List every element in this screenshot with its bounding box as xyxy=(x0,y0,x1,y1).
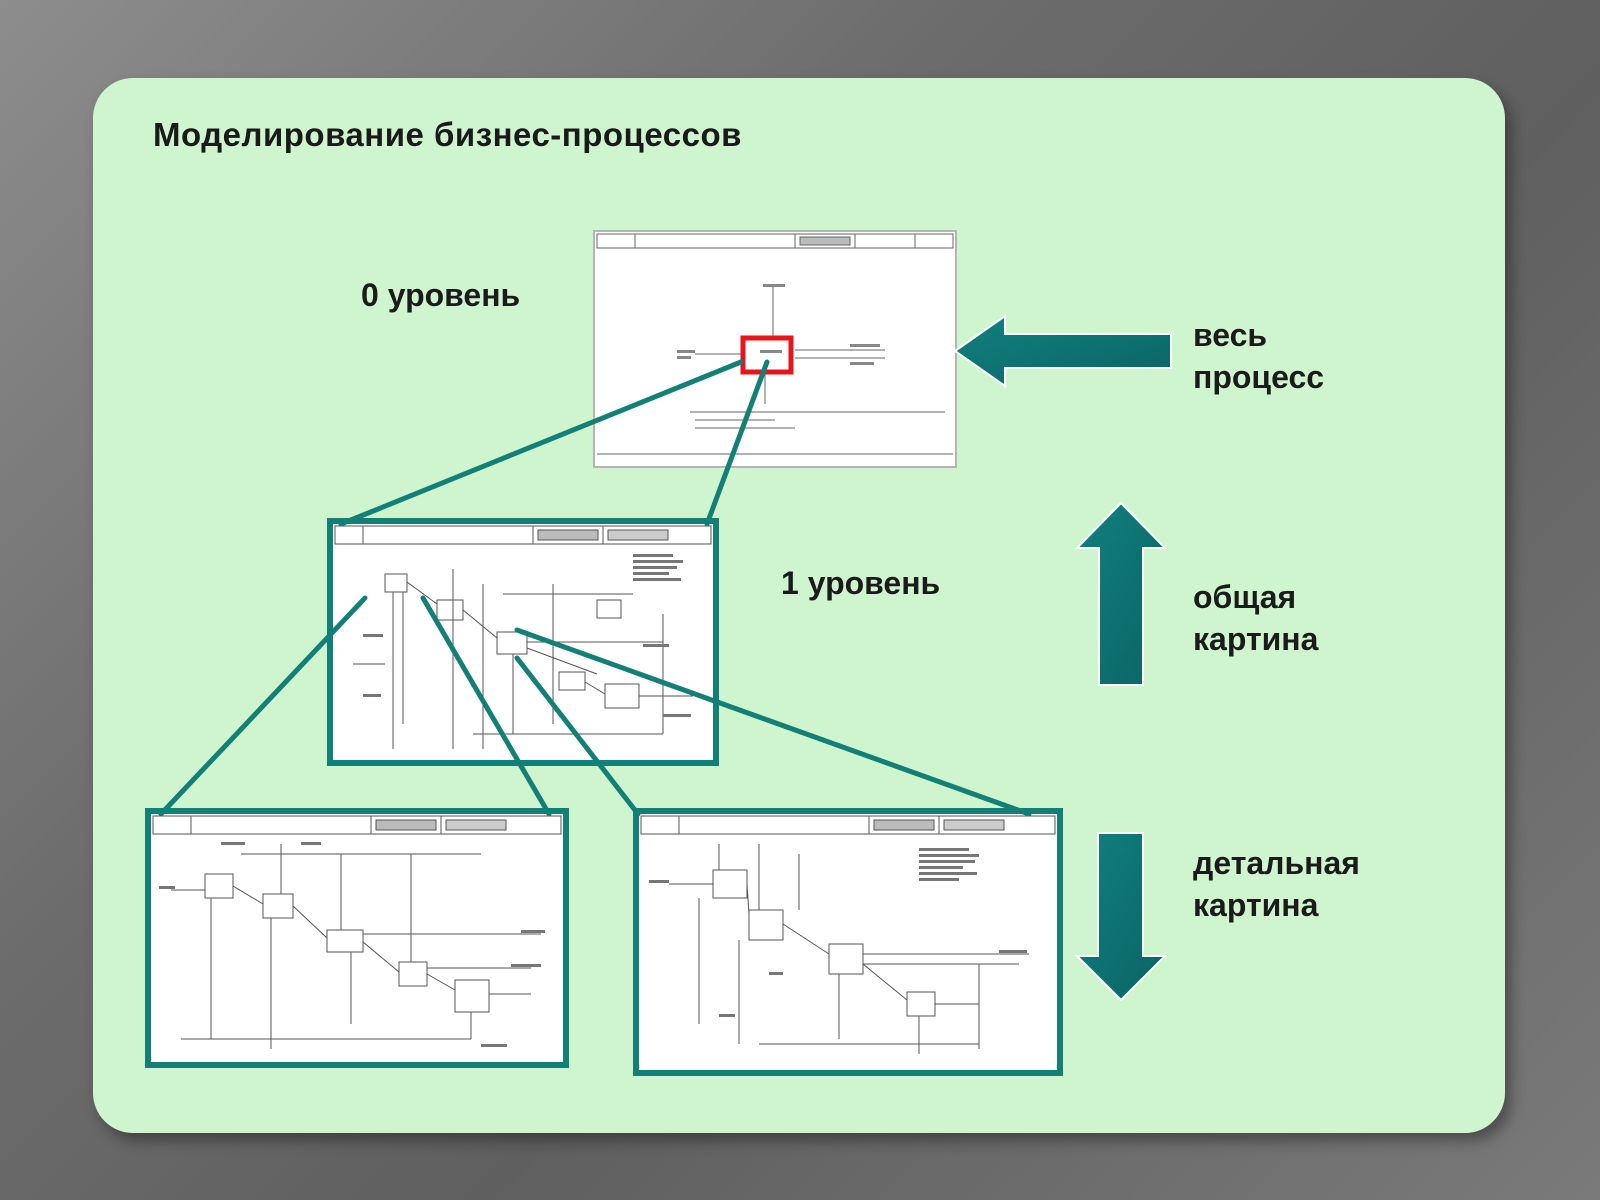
detailed-picture-line-1: детальная xyxy=(1193,845,1360,881)
whole-process-line-1: весь xyxy=(1193,317,1268,353)
level-2-left-diagram xyxy=(145,808,569,1068)
level-0-label: 0 уровень xyxy=(361,277,521,313)
down-arrow-icon xyxy=(1074,832,1168,1002)
level-1-label: 1 уровень xyxy=(781,565,941,601)
slide-panel: Моделирование бизнес-процессов xyxy=(93,78,1505,1133)
level-2-right-diagram xyxy=(633,808,1063,1076)
direction-arrows xyxy=(953,314,1172,1002)
whole-process-line-2: процесс xyxy=(1193,359,1325,395)
detailed-picture-label: детальная картина xyxy=(1193,842,1360,926)
slide-title: Моделирование бизнес-процессов xyxy=(153,116,742,153)
big-picture-line-1: общая xyxy=(1193,579,1297,615)
left-arrow-icon xyxy=(953,314,1172,388)
big-picture-label: общая картина xyxy=(1193,576,1318,660)
up-arrow-icon xyxy=(1074,501,1168,686)
detailed-picture-line-2: картина xyxy=(1193,887,1319,923)
level-2-right-diagram-drawing xyxy=(640,815,1056,1054)
whole-process-label: весь процесс xyxy=(1193,314,1324,398)
big-picture-line-2: картина xyxy=(1193,621,1319,657)
level-2-left-diagram-drawing xyxy=(152,815,562,1049)
